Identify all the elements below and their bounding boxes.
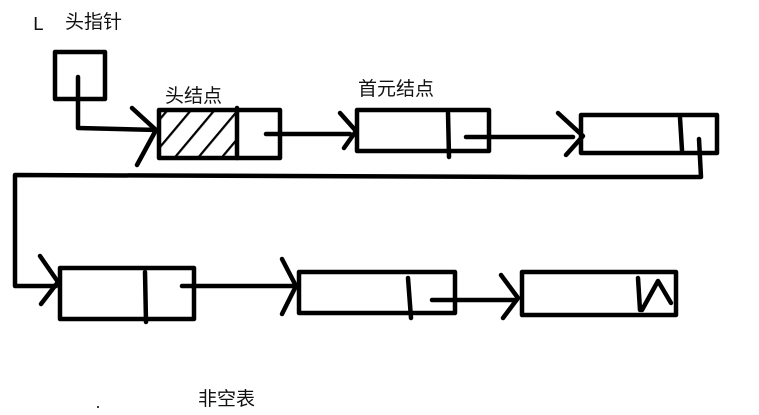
head-node-label: 头结点 xyxy=(165,85,223,107)
head-pointer-label: 头指针 xyxy=(65,11,123,33)
wrap-link xyxy=(12,136,704,289)
hatched-data-field xyxy=(159,110,237,158)
arrowhead xyxy=(129,105,159,168)
stray-dot xyxy=(97,406,99,408)
arrowhead xyxy=(498,272,521,321)
node-2 xyxy=(578,112,720,156)
null-pointer-icon xyxy=(639,278,674,313)
tail-node xyxy=(519,269,679,318)
first-element-node xyxy=(354,107,492,160)
node-3 xyxy=(57,265,197,325)
arrowhead xyxy=(337,110,359,151)
caption-label: 非空表 xyxy=(198,388,256,410)
first-node-label: 首元结点 xyxy=(358,78,435,100)
head-node xyxy=(156,105,283,161)
arrowhead xyxy=(37,253,61,307)
pointer-name-label: L xyxy=(33,14,44,35)
arrowhead xyxy=(279,256,299,317)
head-pointer-arrow xyxy=(75,74,161,133)
node-4 xyxy=(296,269,458,321)
